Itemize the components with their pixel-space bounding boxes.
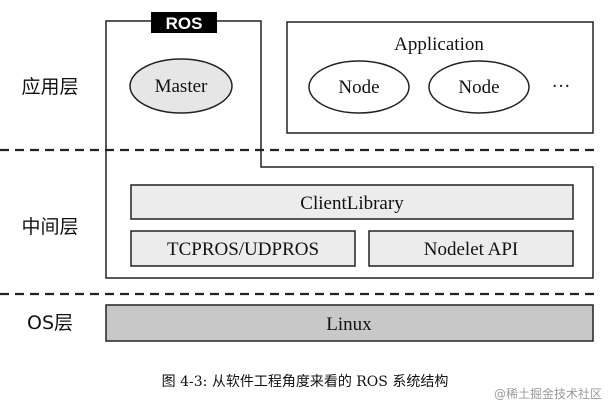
tcpros-label: TCPROS/UDPROS [167, 239, 319, 260]
figure-caption: 图 4-3: 从软件工程角度来看的 ROS 系统结构 [161, 374, 449, 390]
linux-label: Linux [326, 314, 372, 335]
master-label: Master [155, 76, 208, 97]
node-ellipse-1 [308, 60, 410, 114]
application-title: Application [394, 34, 484, 55]
ros-boundary [105, 20, 594, 279]
layer-label-os: OS层 [27, 312, 73, 334]
watermark: @稀土掘金技术社区 [493, 387, 602, 401]
ros-tag-label: ROS [166, 14, 203, 33]
node-label-2: Node [458, 77, 499, 98]
linux-box [105, 304, 594, 342]
client-library-box [130, 184, 574, 220]
layer-label-middle: 中间层 [21, 216, 78, 238]
master-node [129, 58, 233, 114]
tcpros-box [130, 230, 356, 267]
node-ellipse-2 [428, 60, 530, 114]
client-library-label: ClientLibrary [300, 193, 404, 214]
nodelet-box [368, 230, 574, 267]
application-ellipsis: ··· [552, 76, 571, 97]
ros-tag [151, 12, 217, 33]
layer-label-app: 应用层 [21, 76, 78, 98]
node-label-1: Node [338, 77, 379, 98]
nodelet-label: Nodelet API [424, 239, 518, 260]
